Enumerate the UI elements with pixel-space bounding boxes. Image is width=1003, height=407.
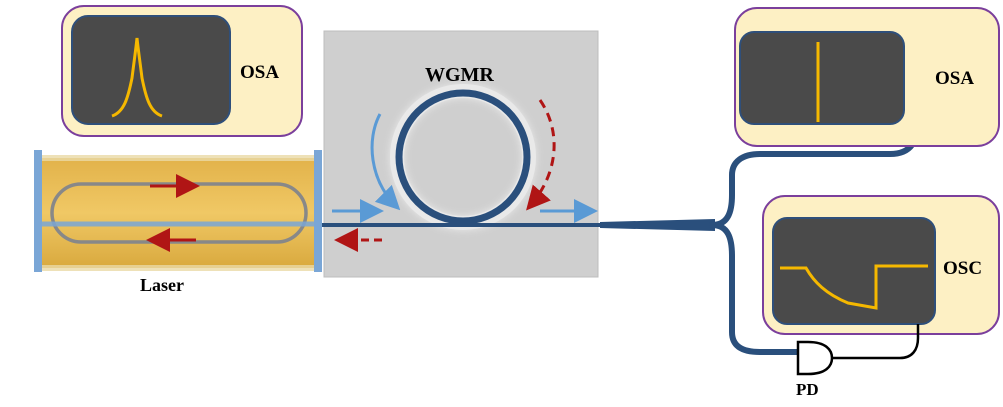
osa-right-panel: [734, 7, 1000, 147]
osa-left-screen: [71, 15, 231, 125]
photodetector-icon: [796, 340, 834, 376]
osa-right-screen: [739, 31, 905, 125]
osc-panel: [762, 195, 1000, 335]
wgmr-label: WGMR: [425, 64, 494, 86]
osc-screen: [772, 217, 936, 325]
osa-left-panel: [61, 5, 303, 137]
transmission-dip-icon: [780, 264, 928, 310]
osa-right-label: OSA: [935, 68, 975, 89]
fiber-taper: [600, 219, 715, 231]
laser-cavity: [34, 150, 322, 272]
pd-signal-wire: [832, 324, 920, 360]
forward-circulation-arrow: [370, 113, 401, 211]
laser-label: Laser: [140, 275, 184, 295]
right-mirror: [314, 150, 322, 272]
osc-label: OSC: [943, 258, 983, 279]
photodetector: [796, 324, 920, 376]
osa-left-label: OSA: [240, 62, 280, 83]
lorentzian-peak-icon: [111, 37, 163, 118]
left-mirror: [34, 150, 42, 272]
wgmr-ring: [395, 89, 531, 225]
pd-label: PD: [796, 380, 819, 399]
bus-waveguide: [322, 219, 715, 231]
